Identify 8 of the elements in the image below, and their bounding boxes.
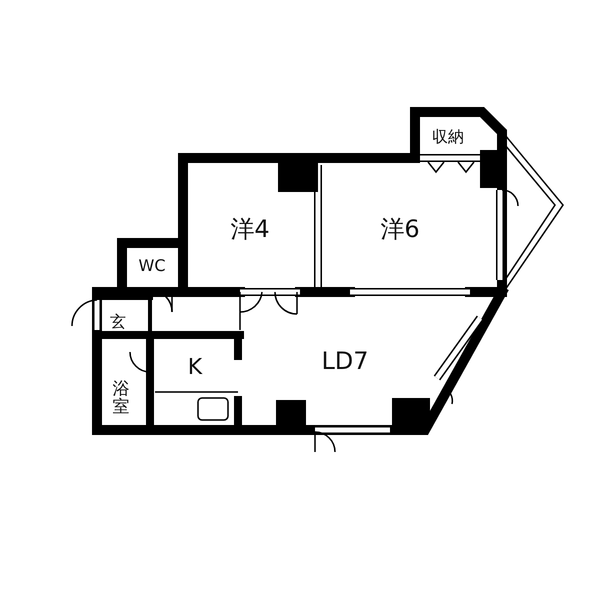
room-label: 玄 bbox=[103, 314, 133, 330]
room-label: 洋4 bbox=[210, 217, 290, 243]
room-label: LD7 bbox=[305, 349, 385, 375]
room-label: 収納 bbox=[418, 128, 478, 146]
room-label: WC bbox=[127, 258, 177, 274]
room-label: 浴室 bbox=[111, 381, 131, 417]
room-label: 洋6 bbox=[360, 217, 440, 243]
room-label: K bbox=[175, 356, 215, 380]
